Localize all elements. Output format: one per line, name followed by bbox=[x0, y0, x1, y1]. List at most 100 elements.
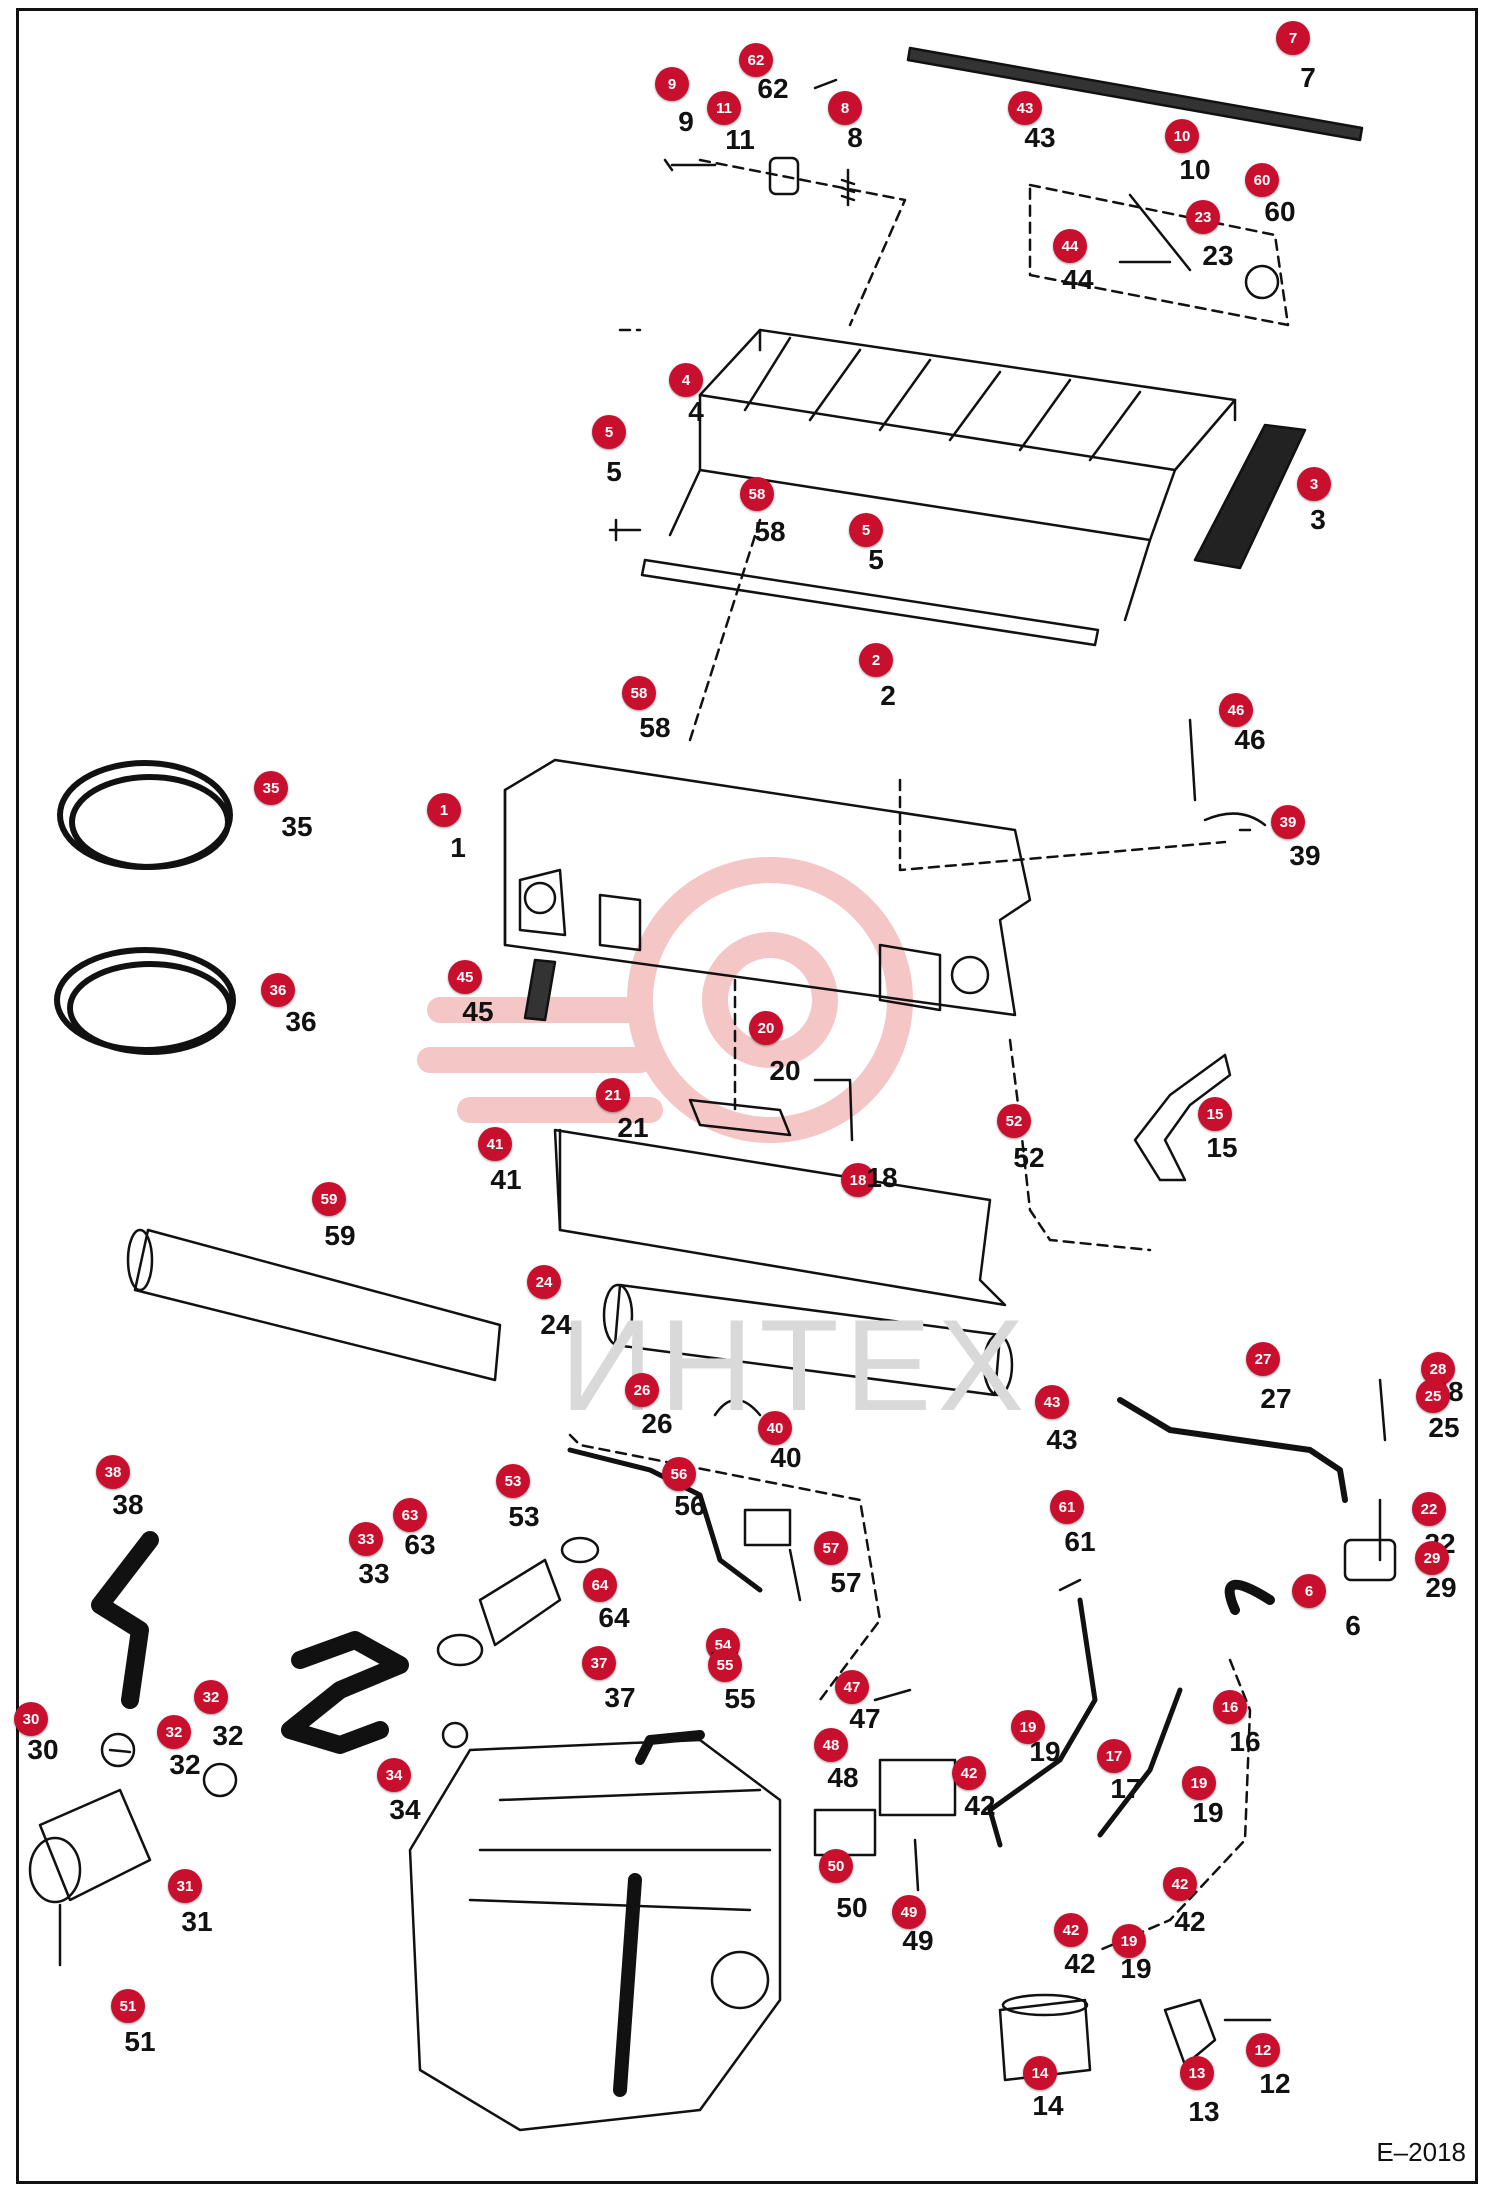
callout-badge-20[interactable]: 20 bbox=[749, 1011, 783, 1045]
callout-badge-64[interactable]: 64 bbox=[583, 1568, 617, 1602]
callout-badge-32a[interactable]: 32 bbox=[194, 1680, 228, 1714]
part-number-56: 56 bbox=[674, 1490, 706, 1521]
callout-badge-5b[interactable]: 5 bbox=[849, 513, 883, 547]
callout-badge-19c[interactable]: 19 bbox=[1112, 1924, 1146, 1958]
part-number-36: 36 bbox=[285, 1006, 317, 1037]
part-number-64: 64 bbox=[598, 1602, 630, 1633]
part-number-32a: 32 bbox=[212, 1720, 244, 1751]
callout-badge-41[interactable]: 41 bbox=[478, 1127, 512, 1161]
callout-badge-12[interactable]: 12 bbox=[1246, 2033, 1280, 2067]
callout-badge-2[interactable]: 2 bbox=[859, 643, 893, 677]
callout-badge-19b[interactable]: 19 bbox=[1182, 1766, 1216, 1800]
part-number-43b: 43 bbox=[1046, 1424, 1078, 1455]
callout-badge-27[interactable]: 27 bbox=[1246, 1342, 1280, 1376]
callout-badge-30[interactable]: 30 bbox=[14, 1702, 48, 1736]
callout-badge-24[interactable]: 24 bbox=[527, 1265, 561, 1299]
part-number-57: 57 bbox=[830, 1567, 862, 1598]
part-60-ring bbox=[1244, 264, 1280, 300]
callout-badge-36[interactable]: 36 bbox=[261, 973, 295, 1007]
callout-badge-34[interactable]: 34 bbox=[377, 1758, 411, 1792]
callout-badge-52[interactable]: 52 bbox=[997, 1104, 1031, 1138]
part-number-5b: 5 bbox=[868, 544, 884, 575]
part-number-55: 55 bbox=[724, 1683, 756, 1714]
callout-badge-6[interactable]: 6 bbox=[1292, 1574, 1326, 1608]
part-number-13: 13 bbox=[1188, 2096, 1220, 2127]
callout-badge-5a[interactable]: 5 bbox=[592, 415, 626, 449]
callout-badge-13[interactable]: 13 bbox=[1180, 2056, 1214, 2090]
part-number-53: 53 bbox=[508, 1501, 540, 1532]
callout-badge-59[interactable]: 59 bbox=[312, 1182, 346, 1216]
callout-badge-40[interactable]: 40 bbox=[758, 1411, 792, 1445]
callout-badge-16[interactable]: 16 bbox=[1213, 1690, 1247, 1724]
callout-badge-43a[interactable]: 43 bbox=[1008, 91, 1042, 125]
callout-badge-42c[interactable]: 42 bbox=[1054, 1913, 1088, 1947]
part-47-bolt bbox=[873, 1688, 912, 1702]
part-number-15: 15 bbox=[1206, 1132, 1238, 1163]
callout-badge-57[interactable]: 57 bbox=[814, 1531, 848, 1565]
callout-badge-18[interactable]: 18 bbox=[841, 1163, 875, 1197]
callout-badge-4[interactable]: 4 bbox=[669, 363, 703, 397]
callout-badge-17[interactable]: 17 bbox=[1097, 1739, 1131, 1773]
callout-badge-42b[interactable]: 42 bbox=[1163, 1867, 1197, 1901]
callout-badge-15[interactable]: 15 bbox=[1198, 1097, 1232, 1131]
callout-badge-47[interactable]: 47 bbox=[835, 1670, 869, 1704]
callout-badge-45[interactable]: 45 bbox=[448, 960, 482, 994]
watermark-gear bbox=[417, 857, 913, 1143]
part-number-46: 46 bbox=[1234, 724, 1266, 755]
callout-badge-38[interactable]: 38 bbox=[96, 1455, 130, 1489]
part-13-adapter bbox=[1163, 1998, 1217, 2067]
callout-badge-14[interactable]: 14 bbox=[1023, 2056, 1057, 2090]
callout-badge-26[interactable]: 26 bbox=[625, 1373, 659, 1407]
callout-badge-33[interactable]: 33 bbox=[349, 1522, 383, 1556]
part-number-40: 40 bbox=[770, 1442, 802, 1473]
part-9-bolt bbox=[663, 158, 717, 172]
callout-badge-43b[interactable]: 43 bbox=[1035, 1385, 1069, 1419]
callout-badge-8[interactable]: 8 bbox=[828, 91, 862, 125]
callout-badge-37[interactable]: 37 bbox=[582, 1646, 616, 1680]
part-number-18: 18 bbox=[866, 1162, 898, 1193]
part-number-35: 35 bbox=[281, 811, 313, 842]
part-number-6: 6 bbox=[1345, 1610, 1361, 1641]
callout-badge-19a[interactable]: 19 bbox=[1011, 1710, 1045, 1744]
callout-badge-31[interactable]: 31 bbox=[168, 1869, 202, 1903]
part-number-48: 48 bbox=[827, 1762, 859, 1793]
callout-badge-11[interactable]: 11 bbox=[707, 91, 741, 125]
callout-badge-62[interactable]: 62 bbox=[739, 43, 773, 77]
part-11-bushing bbox=[768, 156, 800, 196]
callout-badge-29[interactable]: 29 bbox=[1415, 1541, 1449, 1575]
callout-badge-39[interactable]: 39 bbox=[1271, 805, 1305, 839]
callout-badge-3[interactable]: 3 bbox=[1297, 467, 1331, 501]
diagram-frame bbox=[16, 8, 1478, 2184]
callout-badge-61[interactable]: 61 bbox=[1050, 1490, 1084, 1524]
callout-badge-32b[interactable]: 32 bbox=[157, 1715, 191, 1749]
callout-badge-48[interactable]: 48 bbox=[814, 1728, 848, 1762]
callout-badge-50[interactable]: 50 bbox=[819, 1849, 853, 1883]
callout-badge-58a[interactable]: 58 bbox=[740, 477, 774, 511]
callout-badge-22[interactable]: 22 bbox=[1412, 1492, 1446, 1526]
callout-badge-1[interactable]: 1 bbox=[427, 793, 461, 827]
callout-badge-55[interactable]: 55 bbox=[708, 1648, 742, 1682]
callout-badge-53[interactable]: 53 bbox=[496, 1464, 530, 1498]
callout-badge-23[interactable]: 23 bbox=[1186, 200, 1220, 234]
callout-badge-25[interactable]: 25 bbox=[1416, 1379, 1450, 1413]
part-57-bolt bbox=[788, 1548, 802, 1602]
part-number-59: 59 bbox=[324, 1220, 356, 1251]
callout-badge-42a[interactable]: 42 bbox=[952, 1756, 986, 1790]
callout-badge-49[interactable]: 49 bbox=[892, 1895, 926, 1929]
callout-badge-21[interactable]: 21 bbox=[596, 1078, 630, 1112]
part-number-16: 16 bbox=[1229, 1726, 1261, 1757]
callout-badge-56[interactable]: 56 bbox=[662, 1457, 696, 1491]
callout-badge-35[interactable]: 35 bbox=[254, 771, 288, 805]
callout-badge-7[interactable]: 7 bbox=[1276, 21, 1310, 55]
part-number-38: 38 bbox=[112, 1489, 144, 1520]
callout-badge-9[interactable]: 9 bbox=[655, 67, 689, 101]
callout-badge-51[interactable]: 51 bbox=[111, 1989, 145, 2023]
callout-badge-46[interactable]: 46 bbox=[1219, 693, 1253, 727]
part-number-44: 44 bbox=[1062, 264, 1094, 295]
callout-badge-10[interactable]: 10 bbox=[1165, 119, 1199, 153]
callout-badge-44[interactable]: 44 bbox=[1053, 229, 1087, 263]
callout-badge-60[interactable]: 60 bbox=[1245, 163, 1279, 197]
part-1-engine-cover bbox=[503, 758, 1032, 1017]
callout-badge-63[interactable]: 63 bbox=[393, 1498, 427, 1532]
callout-badge-58b[interactable]: 58 bbox=[622, 676, 656, 710]
